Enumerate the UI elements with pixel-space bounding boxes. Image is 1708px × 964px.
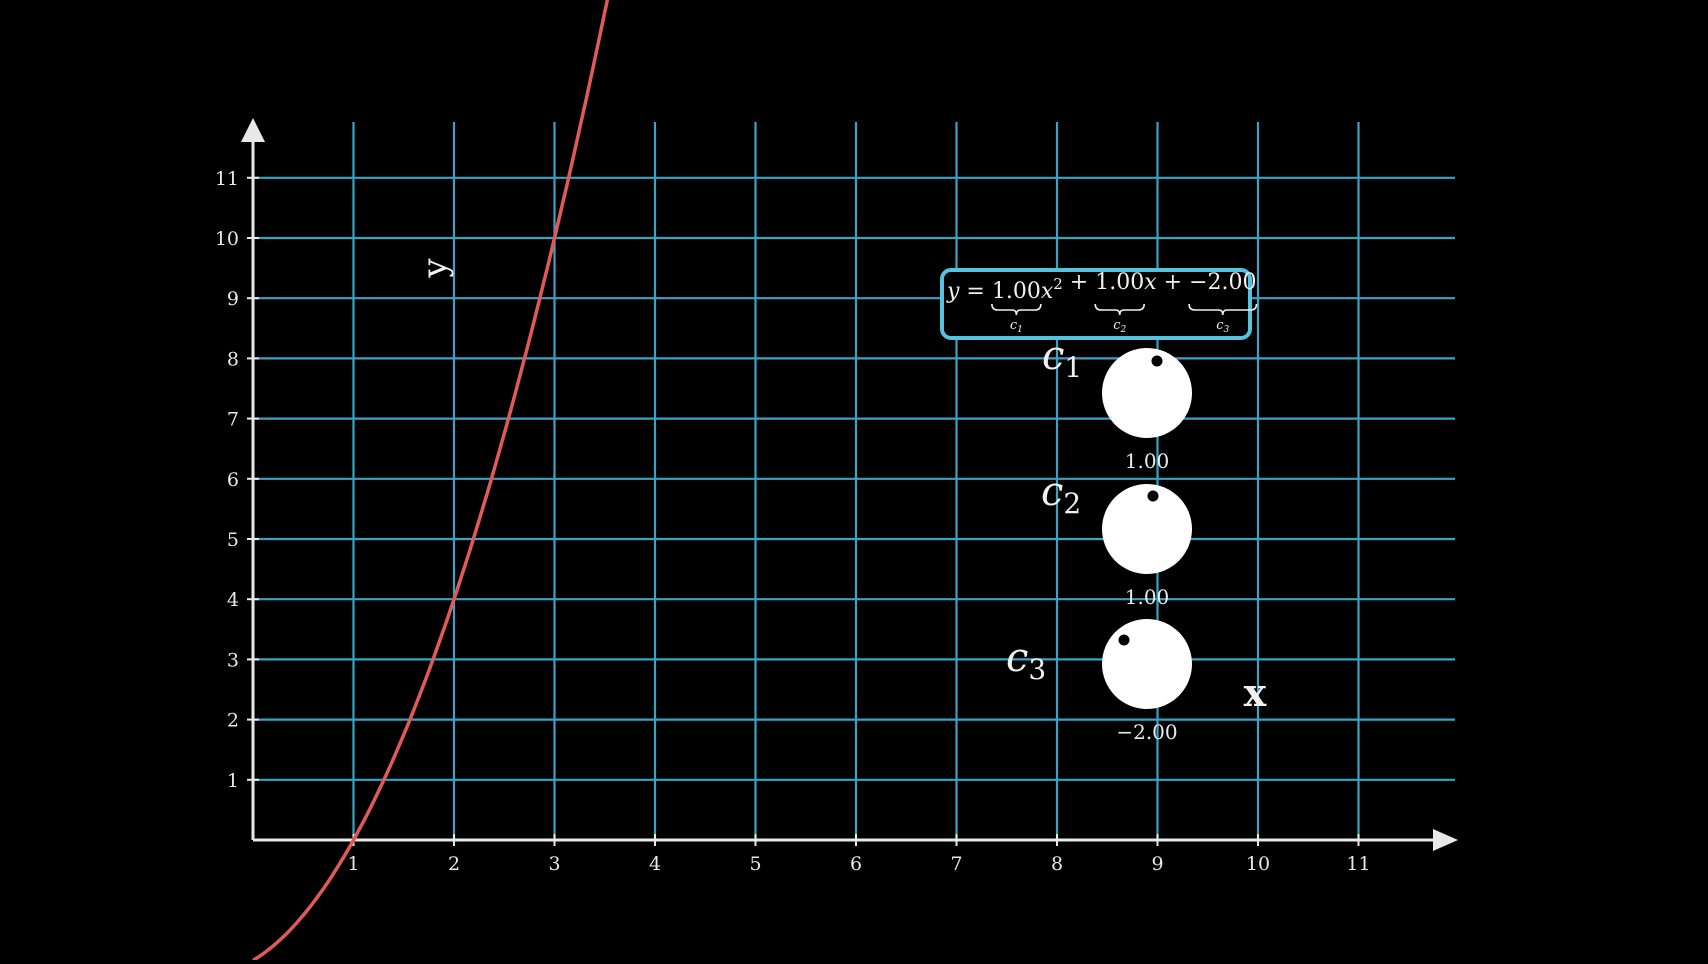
x-tick-label: 7 [950, 853, 962, 875]
x-tick-label: 2 [448, 853, 460, 875]
coefficient-knobs[interactable]: c1 1.00 c2 1.00 c3 −2.00 [1006, 333, 1192, 744]
y-tick-label: 11 [215, 168, 239, 190]
coefficient-value-label: 1.00 [1125, 585, 1170, 609]
curve-layer [252, 0, 610, 962]
y-axis-label: y [415, 258, 455, 279]
x-tick-label: 10 [1246, 853, 1270, 875]
coefficient-knob-1[interactable]: c1 1.00 [1042, 333, 1192, 473]
underbrace-label: c1 [1010, 318, 1023, 335]
underbrace [991, 303, 1042, 316]
x-tick-label: 8 [1051, 853, 1063, 875]
y-tick-label: 10 [215, 228, 239, 250]
x-tick-label: 5 [749, 853, 761, 875]
axis-labels: yx [415, 258, 1267, 715]
y-tick-label: 6 [227, 469, 239, 491]
coefficient-value-label: −2.00 [1116, 720, 1177, 744]
x-tick-label: 6 [850, 853, 862, 875]
axes [241, 118, 1458, 851]
knob-indicator-dot [1118, 634, 1130, 646]
y-tick-label: 9 [227, 288, 239, 310]
coefficient-knob-2[interactable]: c2 1.00 [1041, 469, 1192, 609]
y-tick-label: 3 [227, 649, 239, 671]
knob-circle[interactable] [1102, 348, 1192, 438]
knob-circle[interactable] [1102, 619, 1192, 709]
coefficient-name-label: c2 [1041, 469, 1081, 520]
x-tick-label: 1 [347, 853, 359, 875]
underbrace [1188, 303, 1258, 316]
y-tick-label: 5 [227, 529, 239, 551]
y-tick-label: 1 [227, 770, 239, 792]
x-tick-label: 9 [1151, 853, 1163, 875]
knob-indicator-dot [1147, 490, 1159, 502]
equation-coefficient: 1.00 [992, 279, 1041, 304]
coefficient-name-label: c3 [1006, 635, 1046, 686]
y-tick-label: 2 [227, 710, 239, 732]
x-axis-arrow [1433, 829, 1458, 851]
underbrace [1094, 303, 1146, 316]
coefficient-value-label: 1.00 [1125, 449, 1170, 473]
x-tick-label: 11 [1346, 853, 1370, 875]
y-tick-label: 7 [227, 409, 239, 431]
y-tick-label: 4 [227, 589, 239, 611]
knob-circle[interactable] [1102, 484, 1192, 574]
x-tick-label: 4 [649, 853, 661, 875]
coefficient-name-label: c1 [1042, 333, 1082, 384]
y-tick-label: 8 [227, 348, 239, 370]
knob-indicator-dot [1151, 355, 1163, 367]
equation-box: y = 1.00x2 + 1.00x + −2.00 c1 c2 c3 [940, 268, 1258, 340]
equation-coefficient: 1.00 [1095, 270, 1144, 295]
x-axis-label: x [1244, 670, 1267, 715]
equation-coefficient: −2.00 [1189, 270, 1256, 295]
coefficient-knob-3[interactable]: c3 −2.00 [1006, 619, 1192, 744]
underbrace-label: c3 [1216, 318, 1229, 335]
equation-text: y = 1.00x2 + 1.00x + −2.00 [946, 270, 1256, 304]
x-tick-label: 3 [548, 853, 560, 875]
grid [253, 122, 1455, 840]
y-axis-arrow [241, 118, 265, 142]
underbrace-label: c2 [1113, 318, 1126, 335]
parabola-curve [252, 0, 610, 962]
